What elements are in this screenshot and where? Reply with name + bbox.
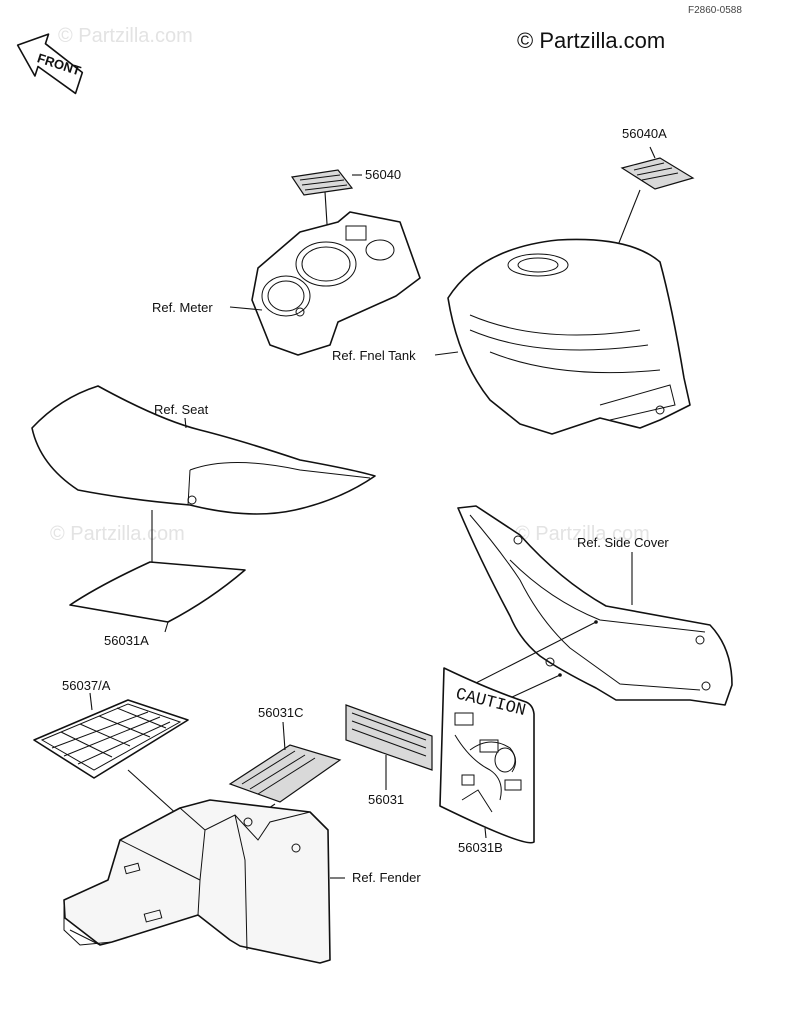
caution-decal-56031b: CAUTION — [439, 667, 535, 844]
meter-housing — [251, 211, 421, 356]
decal-56037a — [33, 699, 189, 779]
watermark-middle-right: © Partzilla.com — [515, 523, 650, 545]
callout-56040: 56040 — [365, 167, 401, 182]
copyright-text: © Partzilla.com — [517, 28, 665, 53]
callout-56031b: 56031B — [458, 840, 503, 855]
seat — [31, 385, 376, 515]
decal-56031 — [345, 704, 433, 771]
callout-56031: 56031 — [368, 792, 404, 807]
callout-56031a: 56031A — [104, 633, 149, 648]
callout-56040a: 56040A — [622, 126, 667, 141]
decal-56031c — [228, 744, 342, 803]
side-cover — [457, 505, 733, 706]
callout-56031c: 56031C — [258, 705, 304, 720]
callout-ref-seat: Ref. Seat — [154, 402, 209, 417]
fuel-tank — [447, 238, 691, 435]
decal-56031a — [69, 561, 246, 623]
callout-ref-fuel-tank: Ref. Fnel Tank — [332, 348, 416, 363]
callout-ref-side-cover: Ref. Side Cover — [577, 535, 669, 550]
watermark-top: © Partzilla.com — [58, 25, 193, 47]
decal-56040a — [620, 157, 695, 190]
callout-56037a: 56037/A — [62, 678, 111, 693]
watermark-middle-left: © Partzilla.com — [50, 523, 185, 545]
decal-56040 — [290, 169, 354, 196]
callout-ref-meter: Ref. Meter — [152, 300, 213, 315]
drawing-code: F2860-0588 — [688, 5, 742, 16]
callout-ref-fender: Ref. Fender — [352, 870, 421, 885]
rear-fender — [63, 799, 331, 964]
